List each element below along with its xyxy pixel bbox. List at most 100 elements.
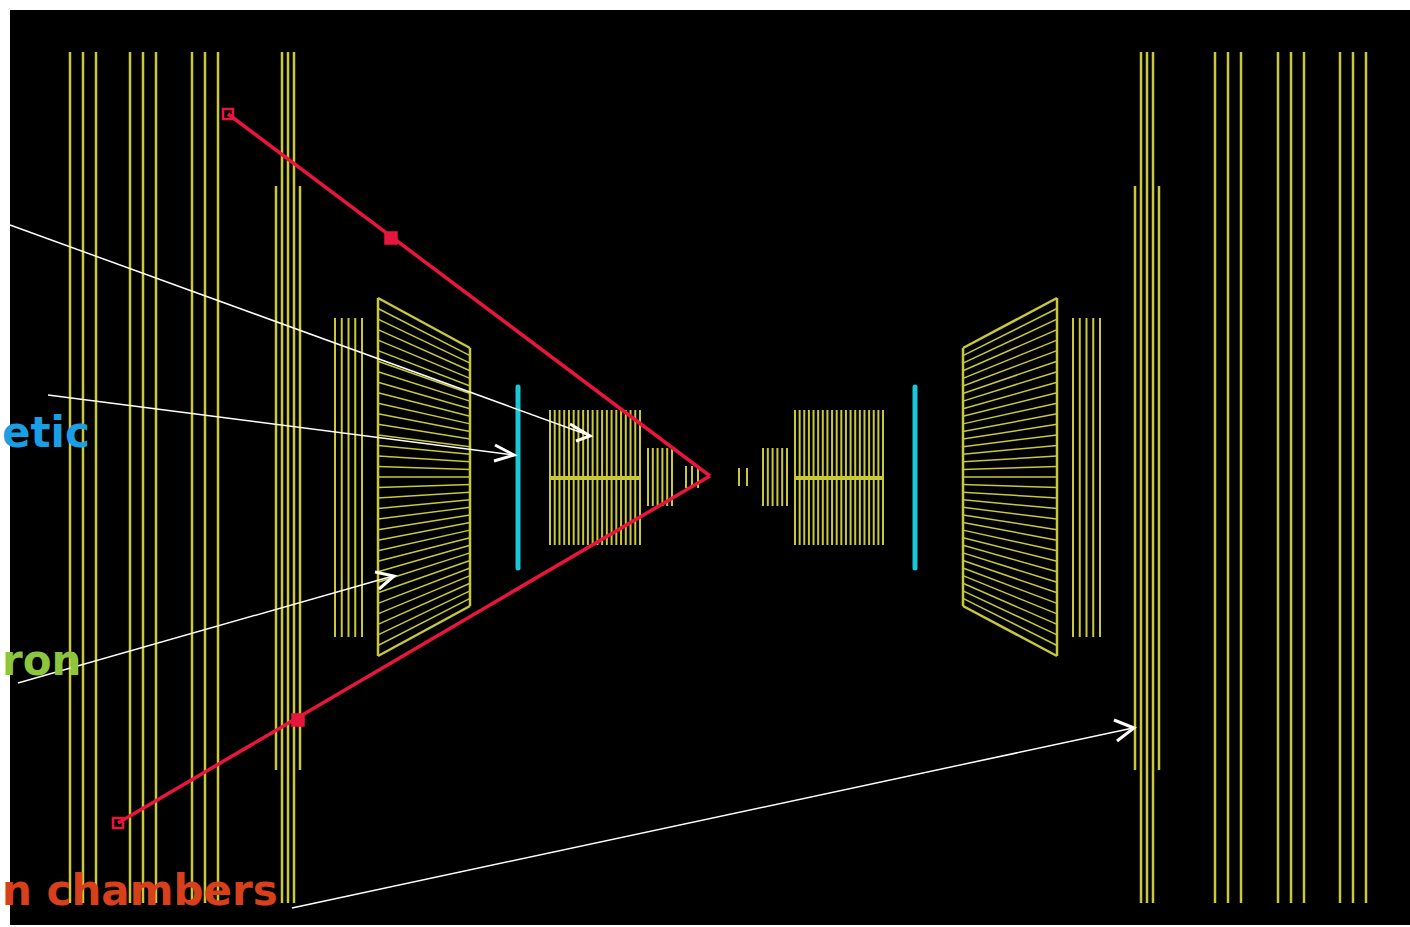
- detector-stroke: [1086, 318, 1088, 637]
- detector-stroke: [652, 448, 654, 506]
- detector-stroke: [963, 523, 1057, 541]
- detector-stroke: [341, 318, 343, 637]
- detector-stroke: [217, 52, 220, 903]
- detector-stroke: [963, 361, 1057, 393]
- detector-stroke: [378, 403, 470, 424]
- detector-stroke: [1079, 318, 1081, 637]
- detector-stroke: [1339, 52, 1342, 903]
- detector-stroke: [378, 445, 470, 454]
- particle-tracks: [113, 109, 710, 828]
- detector-stroke: [657, 448, 659, 506]
- detector-stroke: [738, 468, 740, 486]
- detector-stroke: [82, 52, 85, 903]
- detector-stroke: [378, 583, 470, 624]
- detector-stroke: [287, 52, 290, 903]
- detector-stroke: [275, 186, 278, 770]
- detector-stroke: [378, 485, 470, 488]
- detector-stroke: [378, 500, 470, 509]
- detector-stroke: [378, 351, 470, 386]
- detector-stroke: [142, 52, 145, 903]
- detector-stroke: [963, 466, 1057, 469]
- part-label: n chambers: [2, 870, 278, 912]
- detector-stroke: [963, 485, 1057, 488]
- detector-stroke: [378, 361, 470, 393]
- detector-stroke: [378, 598, 470, 645]
- detector-stroke: [299, 186, 302, 770]
- detector-stroke: [1146, 52, 1149, 903]
- detector-stroke: [963, 414, 1057, 432]
- detector-stroke: [1365, 52, 1368, 903]
- detector-stroke: [1303, 52, 1306, 903]
- detector-stroke: [963, 456, 1057, 462]
- detector-stroke: [378, 309, 470, 356]
- detector-stroke: [963, 445, 1057, 454]
- detector-layers: [70, 52, 1366, 903]
- detector-stroke: [963, 500, 1057, 509]
- detector-stroke: [963, 576, 1057, 614]
- detector-stroke: [1134, 186, 1137, 770]
- detector-stroke: [550, 476, 640, 480]
- detector-stroke: [786, 448, 788, 506]
- detector-stroke: [963, 598, 1057, 645]
- detector-stroke: [378, 515, 470, 530]
- detector-stroke: [963, 476, 1057, 478]
- detector-stroke: [95, 52, 98, 903]
- detector-stroke: [1072, 318, 1074, 637]
- detector-stroke: [963, 553, 1057, 582]
- detector-stroke: [293, 52, 296, 903]
- detector-stroke: [963, 393, 1057, 417]
- detector-stroke: [795, 476, 883, 480]
- detector-stroke: [1152, 52, 1155, 903]
- detector-stroke: [378, 476, 470, 478]
- detector-stroke: [1227, 52, 1230, 903]
- detector-stroke: [762, 448, 764, 506]
- detector-stroke: [963, 515, 1057, 530]
- detector-stroke: [204, 52, 207, 903]
- detector-stroke: [1290, 52, 1293, 903]
- detector-stroke: [661, 448, 663, 506]
- detector-stroke: [191, 52, 194, 903]
- detector-stroke: [69, 52, 72, 903]
- detector-stroke: [378, 530, 470, 551]
- detector-stroke: [781, 448, 783, 506]
- detector-stroke: [1099, 318, 1101, 637]
- detector-stroke: [963, 560, 1057, 592]
- detector-stroke: [378, 456, 470, 462]
- detector-stroke: [378, 591, 470, 635]
- detector-stroke: [963, 583, 1057, 624]
- detector-stroke: [1277, 52, 1280, 903]
- detector-stroke: [963, 492, 1057, 498]
- detector-stroke: [963, 351, 1057, 386]
- detector-stroke: [354, 318, 356, 637]
- part-label: etic: [2, 412, 90, 454]
- detector-stroke: [963, 309, 1057, 356]
- detector-stroke: [378, 414, 470, 432]
- detector-stroke: [963, 435, 1057, 447]
- detector-stroke: [963, 403, 1057, 424]
- detector-stroke: [378, 330, 470, 371]
- detector-stroke: [647, 448, 649, 506]
- detector-stroke: [1140, 52, 1143, 903]
- detector-stroke: [963, 530, 1057, 551]
- detector-stroke: [1240, 52, 1243, 903]
- detector-stroke: [1214, 52, 1217, 903]
- detector-stroke: [767, 448, 769, 506]
- detector-stroke: [378, 393, 470, 417]
- leader-lines: [10, 225, 1134, 908]
- detector-stroke: [378, 576, 470, 614]
- detector-stroke: [1352, 52, 1355, 903]
- detector-stroke: [963, 591, 1057, 635]
- detector-stroke: [281, 52, 284, 903]
- detector-stroke: [378, 523, 470, 541]
- detector-stroke: [129, 52, 132, 903]
- detector-stroke: [334, 318, 336, 637]
- detector-stroke: [1092, 318, 1094, 637]
- detector-stroke: [361, 318, 363, 637]
- detector-stroke: [963, 340, 1057, 378]
- electromagnetic-calorimeter: [518, 387, 915, 568]
- detector-stroke: [963, 330, 1057, 371]
- detector-stroke: [378, 492, 470, 498]
- detector-stroke: [1158, 186, 1161, 770]
